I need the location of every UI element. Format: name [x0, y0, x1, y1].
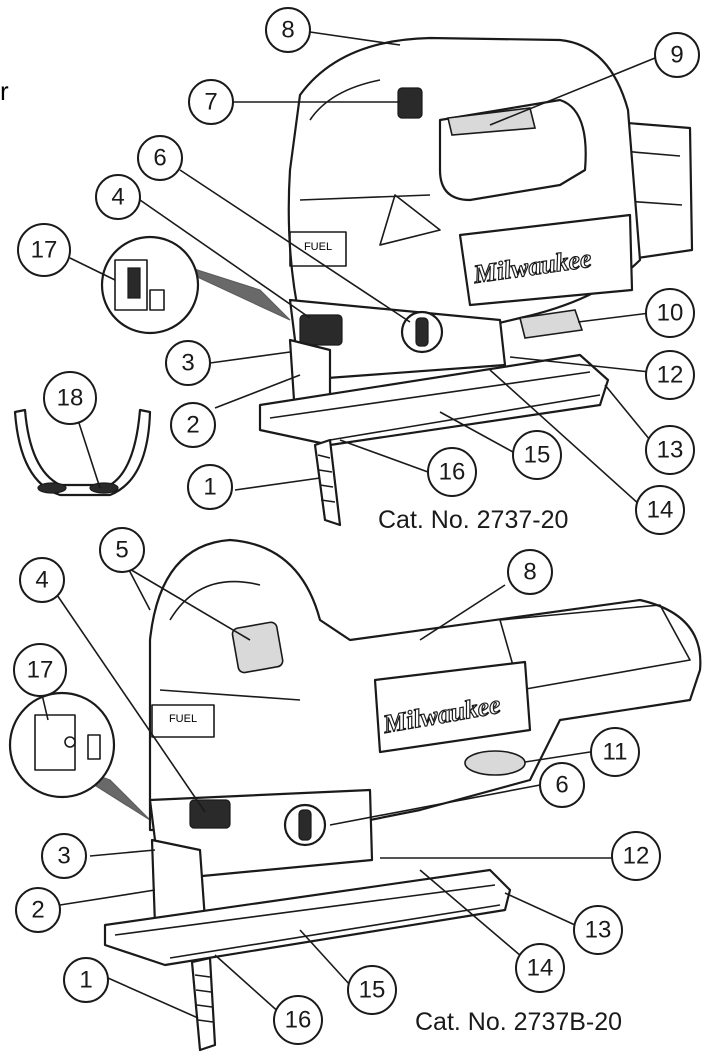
callout-bottom-15: 15 [347, 965, 397, 1015]
svg-text:16: 16 [285, 1007, 312, 1034]
callout-top-10: 10 [645, 288, 695, 338]
svg-text:18: 18 [57, 385, 84, 412]
callouts: 8 9 7 6 4 17 3 18 2 10 12 13 15 16 1 14 … [13, 7, 700, 1045]
callout-bottom-11: 11 [590, 727, 640, 777]
svg-text:2: 2 [186, 412, 199, 439]
callout-top-16: 16 [427, 447, 477, 497]
svg-text:5: 5 [115, 537, 128, 564]
svg-text:1: 1 [203, 474, 216, 501]
callout-bottom-6: 6 [539, 762, 585, 808]
callout-top-12: 12 [645, 350, 695, 400]
callout-bottom-5: 5 [99, 527, 145, 573]
svg-text:2: 2 [31, 897, 44, 924]
model-label-bottom: Cat. No. 2737B-20 [415, 1008, 622, 1036]
svg-text:11: 11 [603, 739, 628, 766]
callout-top-2: 2 [170, 402, 216, 448]
svg-text:15: 15 [524, 442, 551, 469]
callout-bottom-8: 8 [507, 549, 553, 595]
callout-bottom-16: 16 [273, 995, 323, 1045]
callout-top-8: 8 [265, 7, 311, 53]
callout-top-18: 18 [43, 371, 97, 425]
callout-top-4: 4 [95, 174, 141, 220]
svg-text:6: 6 [153, 145, 166, 172]
svg-text:1: 1 [79, 967, 92, 994]
callout-top-9: 9 [654, 32, 700, 78]
svg-text:4: 4 [35, 567, 48, 594]
callout-bottom-14: 14 [515, 943, 565, 993]
model-label-top: Cat. No. 2737-20 [378, 506, 568, 534]
callout-top-3: 3 [165, 340, 211, 386]
svg-text:8: 8 [281, 17, 294, 44]
svg-text:7: 7 [204, 89, 217, 116]
callout-bottom-17: 17 [13, 643, 67, 697]
svg-text:10: 10 [657, 300, 684, 327]
jigsaw-bottom-illustration: FUEL Milwaukee [103, 538, 702, 1052]
edge-fragment: r [0, 76, 9, 106]
callout-bottom-13: 13 [573, 905, 623, 955]
callout-top-6: 6 [137, 135, 183, 181]
callout-bottom-1: 1 [63, 957, 109, 1003]
svg-text:3: 3 [57, 843, 70, 870]
svg-text:4: 4 [111, 184, 124, 211]
shoe-section-18 [13, 408, 152, 497]
callout-bottom-3: 3 [41, 833, 87, 879]
callout-bottom-12: 12 [611, 831, 661, 881]
svg-text:14: 14 [647, 497, 674, 524]
svg-text:16: 16 [439, 459, 466, 486]
svg-text:6: 6 [555, 772, 568, 799]
callout-top-14: 14 [635, 485, 685, 535]
svg-text:13: 13 [585, 917, 612, 944]
callout-bottom-4: 4 [19, 557, 65, 603]
svg-text:12: 12 [657, 362, 684, 389]
svg-text:3: 3 [181, 350, 194, 377]
callout-top-15: 15 [512, 430, 562, 480]
callout-bottom-2: 2 [15, 887, 61, 933]
callout-top-1: 1 [187, 464, 233, 510]
svg-text:15: 15 [359, 977, 386, 1004]
fuel-badge-top: FUEL [304, 241, 332, 253]
svg-text:12: 12 [623, 843, 650, 870]
inset-17-top [100, 235, 291, 335]
fuel-badge-bottom: FUEL [169, 713, 197, 725]
svg-text:13: 13 [657, 437, 684, 464]
svg-text:9: 9 [670, 42, 683, 69]
svg-text:8: 8 [523, 559, 536, 586]
leader-lines [39, 31, 656, 1019]
jigsaw-top-illustration: FUEL Milwaukee [258, 36, 694, 527]
svg-text:14: 14 [527, 955, 554, 982]
inset-17-bottom [8, 691, 151, 821]
svg-text:17: 17 [31, 237, 58, 264]
callout-top-17: 17 [17, 223, 71, 277]
callout-top-13: 13 [645, 425, 695, 475]
svg-text:17: 17 [27, 657, 54, 684]
callout-top-7: 7 [188, 79, 234, 125]
